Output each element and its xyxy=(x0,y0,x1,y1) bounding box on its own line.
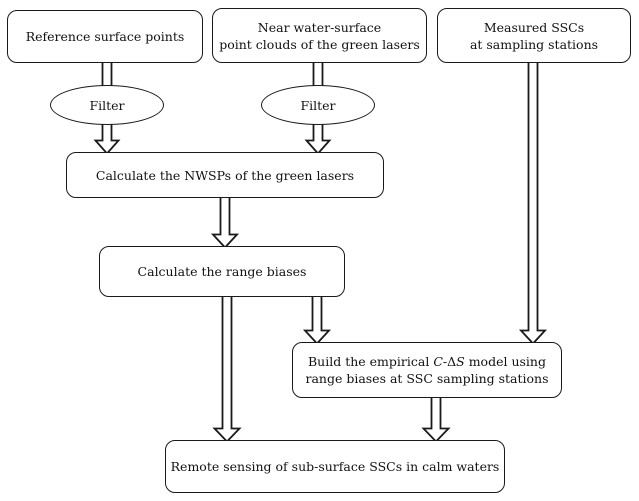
node-label-line1: Near water-surface xyxy=(257,19,382,35)
node-calculate-nwsps: Calculate the NWSPs of the green lasers xyxy=(66,152,384,198)
node-label-line2: range biases at SSC sampling stations xyxy=(305,371,549,386)
node-label: Reference surface points xyxy=(25,29,185,44)
label-variable-s: S xyxy=(456,354,465,369)
node-label-line2: point clouds of the green lasers xyxy=(219,36,420,52)
node-measured-sscs: Measured SSCs at sampling stations xyxy=(437,8,631,63)
label-dash-delta: -Δ xyxy=(442,354,457,369)
label-text: Build the empirical xyxy=(308,354,434,369)
arrow-calcnwsp-to-calcbias xyxy=(210,194,240,249)
arrow-filtermiddle-to-calcnwsp xyxy=(304,121,332,155)
arrow-filterleft-to-calcnwsp xyxy=(93,121,121,155)
node-label-line1: Measured SSCs xyxy=(483,19,585,35)
node-reference-surface-points: Reference surface points xyxy=(7,10,203,63)
arrow-calcbias-to-remote xyxy=(212,291,242,443)
node-label: Calculate the NWSPs of the green lasers xyxy=(95,167,355,183)
node-label-line2: at sampling stations xyxy=(469,36,599,52)
arrow-buildmodel-to-remote xyxy=(421,394,451,443)
node-remote-sensing: Remote sensing of sub-surface SSCs in ca… xyxy=(165,440,505,493)
node-label: Remote sensing of sub-surface SSCs in ca… xyxy=(170,459,500,474)
node-label: Calculate the range biases xyxy=(137,264,307,279)
node-calculate-range-biases: Calculate the range biases xyxy=(99,246,345,297)
node-label-line1: Build the empirical C-ΔS model using xyxy=(308,353,546,370)
label-text-end: model using xyxy=(464,354,546,369)
label-variable-c: C xyxy=(433,354,443,369)
arrow-calcbias-to-buildmodel xyxy=(302,291,332,345)
node-filter-left: Filter xyxy=(50,85,164,125)
node-near-water-surface-point-clouds: Near water-surface point clouds of the g… xyxy=(212,8,427,63)
node-build-empirical-model: Build the empirical C-ΔS model using ran… xyxy=(292,342,562,398)
arrow-measured-to-buildmodel xyxy=(518,59,548,345)
node-filter-middle: Filter xyxy=(261,85,375,125)
node-label: Filter xyxy=(89,97,125,113)
node-label: Filter xyxy=(300,97,336,113)
